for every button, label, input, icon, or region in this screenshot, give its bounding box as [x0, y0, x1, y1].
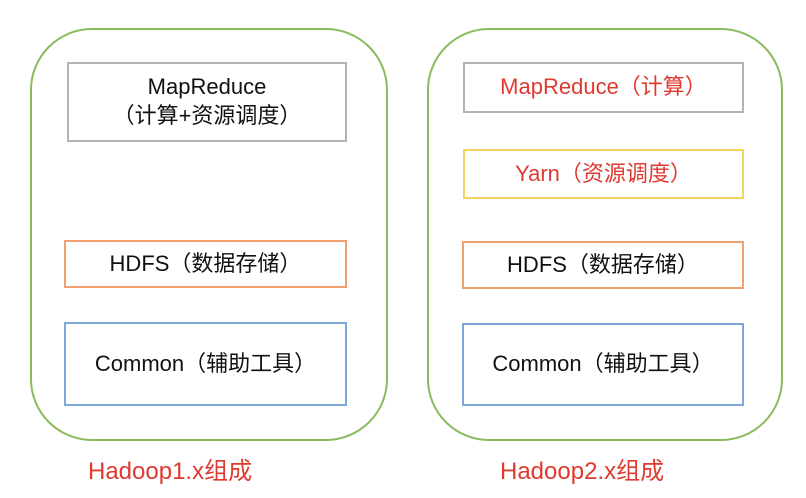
hadoop1-hdfs-box: HDFS（数据存储） [64, 240, 347, 288]
hadoop2-yarn-box: Yarn（资源调度） [463, 149, 744, 199]
hadoop2-container [427, 28, 783, 441]
hadoop1-common-box: Common（辅助工具） [64, 322, 347, 406]
mapreduce-desc: （计算+资源调度） [112, 103, 302, 128]
hadoop1-container [30, 28, 388, 441]
hadoop1-caption: Hadoop1.x组成 [88, 458, 253, 485]
hadoop2-common-box: Common（辅助工具） [462, 323, 744, 406]
hadoop2-caption: Hadoop2.x组成 [500, 458, 665, 485]
hadoop2-mapreduce-box: MapReduce（计算） [463, 62, 744, 113]
hadoop2-hdfs-box: HDFS（数据存储） [462, 241, 744, 289]
mapreduce-label: MapReduce [147, 74, 267, 100]
hadoop1-mapreduce-box: MapReduce （计算+资源调度） [67, 62, 347, 142]
